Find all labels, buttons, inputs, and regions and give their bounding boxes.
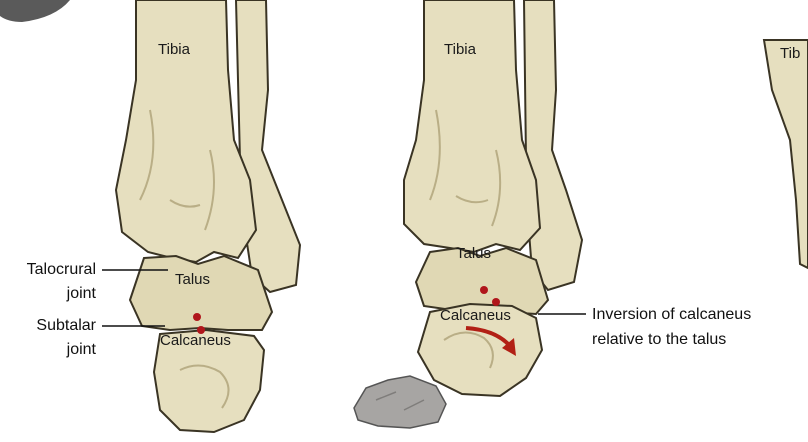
- talus-label: Talus: [175, 271, 211, 288]
- inversion-callout-line2: relative to the talus: [592, 331, 727, 348]
- panel-3-partial: [762, 39, 808, 270]
- talocrural-callout-line1: Talocrural: [26, 261, 96, 278]
- tibia-label: Tibia: [444, 41, 476, 58]
- talus-label: Talus: [456, 245, 492, 262]
- panel-1-neutral-ankle: [102, 0, 302, 434]
- fibula-bone: [522, 0, 584, 292]
- tibia-bone-partial: [762, 39, 808, 270]
- inversion-callout-line1: Inversion of calcaneus: [592, 306, 752, 323]
- talus-bone: [128, 254, 274, 332]
- tibia-label: Tibia: [158, 41, 190, 58]
- talus-bone: [414, 246, 550, 316]
- tibia-label-partial: Tib: [780, 45, 801, 62]
- inversion-arrowhead: [502, 338, 516, 356]
- panel-2-inverted-ankle: [353, 0, 586, 429]
- subtalar-joint-dot-upper: [193, 313, 201, 321]
- subtalar-joint-dot-lower: [492, 298, 500, 306]
- tibia-bone: [403, 0, 542, 254]
- fibula-bone: [234, 0, 302, 294]
- corner-overlay: [0, 0, 70, 22]
- calcaneus-label: Calcaneus: [440, 307, 511, 324]
- subtalar-joint-dot-lower: [197, 326, 205, 334]
- subtalar-callout-line1: Subtalar: [36, 317, 96, 334]
- tibia-bone: [114, 0, 258, 264]
- calcaneus-label: Calcaneus: [160, 332, 231, 349]
- subtalar-joint-dot-upper: [480, 286, 488, 294]
- calcaneus-bone: [152, 328, 266, 434]
- rock: [353, 375, 447, 429]
- subtalar-callout-line2: joint: [66, 341, 96, 358]
- talocrural-callout-line2: joint: [66, 285, 96, 302]
